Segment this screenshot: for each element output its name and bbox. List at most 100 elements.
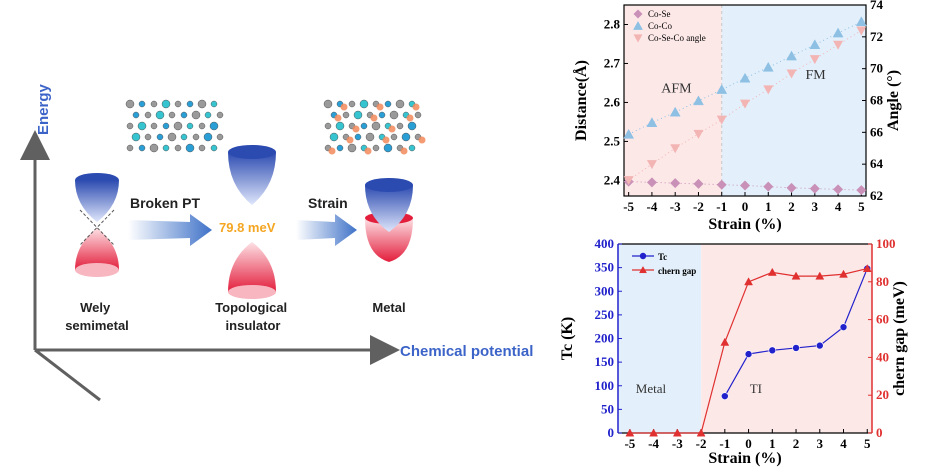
y-tick-label: 150	[595, 354, 615, 369]
atom	[390, 133, 398, 141]
atom	[342, 111, 350, 119]
spin-density	[328, 147, 336, 155]
spin-density	[334, 114, 342, 122]
x-axis-label: Strain (%)	[708, 216, 781, 233]
legend-label: Co-Se-Co angle	[648, 33, 706, 43]
legend-label: Co-Co	[648, 21, 673, 31]
data-point	[839, 323, 848, 331]
crystal-structure-1	[125, 99, 224, 153]
data-point	[768, 346, 777, 355]
broken-pt-label: Broken PT	[130, 195, 200, 211]
data-point	[721, 392, 729, 400]
gap-value-label: 79.8 meV	[219, 220, 276, 235]
y2-axis-label: chern gap (meV)	[891, 281, 908, 396]
x-tick-label: -5	[623, 199, 634, 214]
x-tick-label: 4	[835, 199, 842, 214]
data-point	[720, 337, 730, 346]
atom	[162, 122, 170, 130]
spin-density	[376, 103, 384, 111]
atom	[203, 132, 213, 142]
spin-density	[382, 136, 390, 144]
y-tick-label: 400	[595, 236, 615, 251]
data-point	[693, 178, 704, 189]
y-tick-label: 50	[601, 401, 614, 416]
data-point	[809, 183, 820, 194]
legend-label: Tc	[658, 252, 667, 262]
legend-marker	[633, 20, 643, 30]
atom	[155, 110, 165, 120]
x-tick-label: -1	[719, 436, 730, 451]
atom	[378, 111, 386, 119]
data-point	[670, 178, 681, 189]
data-point	[809, 39, 821, 50]
data-point	[815, 341, 824, 350]
y2-tick-label: 60	[876, 312, 889, 327]
region-label-ti: TI	[750, 381, 762, 396]
legend-marker	[639, 265, 647, 274]
x-tick-label: -2	[696, 436, 707, 451]
atom	[360, 122, 368, 130]
y-axis-label: Tc (K)	[559, 317, 576, 360]
region-label-metal: Metal	[636, 381, 667, 396]
topological-insulator-label: Topological insulator	[215, 300, 291, 333]
atom	[138, 144, 146, 152]
atom	[161, 99, 171, 109]
data-point	[809, 55, 820, 65]
x-axis-label: Strain (%)	[708, 450, 781, 467]
x-tick-label: -4	[648, 436, 659, 451]
legend-marker	[633, 9, 643, 19]
spin-density	[412, 103, 420, 111]
y2-tick-label: 40	[876, 349, 889, 364]
atom	[354, 133, 362, 141]
data-point	[856, 185, 867, 196]
data-point	[855, 16, 867, 27]
atom	[126, 144, 134, 152]
y-tick-label: 2.6	[604, 94, 621, 109]
weyl-crossing-line	[79, 209, 115, 246]
x-tick-label: -5	[624, 436, 635, 451]
data-point	[763, 85, 774, 95]
x-tick-label: 5	[858, 199, 865, 214]
y2-tick-label: 74	[870, 0, 884, 12]
atom	[144, 111, 152, 119]
data-point	[786, 182, 797, 193]
atom	[414, 111, 422, 119]
weyl-cone-valence	[75, 228, 119, 277]
data-point	[672, 428, 682, 437]
crystal-structure-2	[323, 99, 426, 155]
spin-density	[340, 103, 348, 111]
atom	[371, 121, 381, 131]
y2-tick-label: 66	[870, 124, 884, 139]
y2-tick-label: 70	[870, 61, 883, 76]
x-tick-label: 1	[769, 436, 776, 451]
atom	[126, 122, 134, 130]
legend-marker	[639, 252, 647, 260]
atom	[150, 100, 158, 108]
data-point	[740, 99, 750, 109]
data-point	[839, 269, 848, 278]
atom	[186, 100, 194, 108]
data-point	[792, 344, 800, 352]
atom	[185, 143, 195, 153]
atom	[353, 110, 363, 120]
y2-tick-label: 80	[876, 274, 889, 289]
chemical-potential-label: Chemical potential	[400, 343, 533, 360]
third-axis	[34, 348, 101, 402]
x-tick-label: 5	[864, 436, 871, 451]
atom	[174, 144, 182, 152]
y-tick-label: 250	[595, 307, 615, 322]
x-tick-label: -2	[693, 199, 704, 214]
region-label-afm: AFM	[661, 82, 692, 97]
data-point	[693, 95, 704, 106]
ti-valence-band	[228, 242, 276, 299]
x-tick-label: -3	[670, 199, 681, 214]
data-point	[696, 428, 706, 437]
y-tick-label: 2.4	[604, 172, 621, 187]
spin-density	[418, 136, 426, 144]
y2-tick-label: 0	[876, 425, 883, 440]
data-point	[833, 40, 844, 50]
atom	[347, 143, 357, 153]
y2-tick-label: 72	[870, 29, 883, 44]
